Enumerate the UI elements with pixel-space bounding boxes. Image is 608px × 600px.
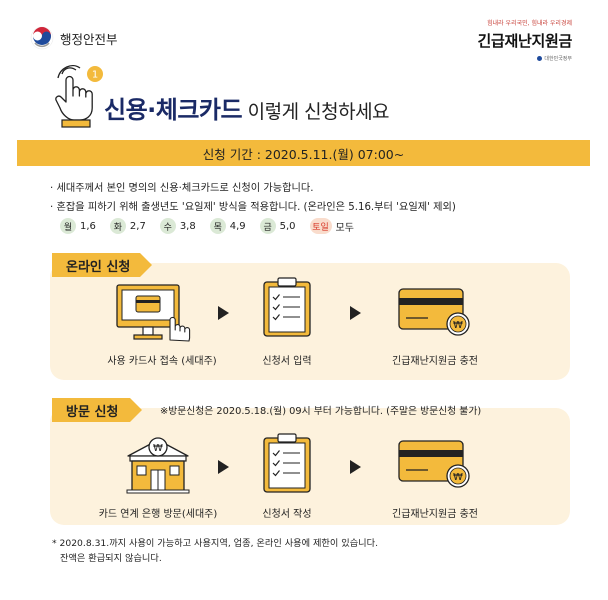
won-symbol: ₩	[453, 472, 463, 483]
ministry-logo: 행정안전부	[30, 26, 118, 50]
day-digits-mon: 1,6	[80, 220, 96, 232]
online-step-label: 신청서 입력	[262, 356, 312, 367]
application-period-bar: 신청 기간 : 2020.5.11.(월) 07:00~	[17, 140, 590, 166]
brand-gov: 대한민국정부	[477, 55, 572, 62]
hand-pointer-icon: 1	[55, 64, 103, 128]
note-item: · 세대주께서 본인 명의의 신용·체크카드로 신청이 가능합니다.	[50, 183, 314, 194]
page-title-main: 신용·체크카드	[104, 96, 243, 124]
note-item: · 혼잡을 피하기 위해 출생년도 '요일제' 방식을 적용합니다. (온라인은…	[50, 202, 456, 213]
footnote-line: 잔액은 환급되지 않습니다.	[60, 553, 162, 564]
step-arrow-icon	[218, 306, 229, 320]
campaign-brand: 힘내라 우리국민, 힘내라 우리경제 긴급재난지원금 대한민국정부	[477, 18, 572, 62]
day-badge-tue: 화	[109, 218, 126, 234]
day-badge-fri: 금	[259, 218, 276, 234]
day-digits-weekend: 모두	[335, 222, 354, 234]
ministry-name: 행정안전부	[60, 31, 118, 47]
day-digits-thu: 4,9	[229, 220, 246, 232]
footnote-line: * 2020.8.31.까지 사용이 가능하고 사용지역, 업종, 온라인 사용…	[52, 538, 378, 549]
day-digits-wed: 3,8	[179, 220, 196, 232]
card-coin-icon: ₩	[398, 440, 470, 488]
page-title-sub: 이렇게 신청하세요	[242, 101, 390, 123]
day-badge-thu: 목	[209, 218, 226, 234]
card-coin-icon: ₩	[398, 288, 470, 336]
page-title: 신용·체크카드 이렇게 신청하세요	[104, 90, 390, 125]
won-symbol: ₩	[453, 320, 463, 331]
gov-emblem-icon	[537, 56, 543, 61]
taegeuk-icon	[30, 26, 54, 50]
visit-step-label: 긴급재난지원금 충전	[392, 509, 478, 520]
online-step-label: 사용 카드사 접속 (세대주)	[107, 356, 217, 367]
visit-step-label: 신청서 작성	[262, 509, 312, 520]
brand-slogan: 힘내라 우리국민, 힘내라 우리경제	[487, 20, 572, 27]
online-application-tag: 온라인 신청	[52, 253, 152, 277]
visit-application-tag: 방문 신청	[52, 398, 142, 422]
notes-list: · 세대주께서 본인 명의의 신용·체크카드로 신청이 가능합니다. · 혼잡을…	[50, 179, 456, 217]
won-symbol: ₩	[153, 443, 163, 454]
hand-badge-number: 1	[92, 70, 98, 81]
day-badge-mon: 월	[60, 218, 76, 234]
day-digits-fri: 5,0	[279, 220, 296, 232]
day-badge-wed: 수	[159, 218, 176, 234]
brand-title: 긴급재난지원금	[477, 32, 572, 50]
brand-gov-text: 대한민국정부	[544, 56, 572, 62]
computer-monitor-icon	[116, 284, 191, 342]
bank-building-icon: ₩	[126, 437, 190, 494]
footnote: * 2020.8.31.까지 사용이 가능하고 사용지역, 업종, 온라인 사용…	[52, 536, 378, 566]
weekday-schedule: 월 1,6 화 2,7 수 3,8 목 4,9 금 5,0 토일 모두	[60, 218, 368, 234]
step-arrow-icon	[350, 306, 361, 320]
day-badge-weekend: 토일	[309, 218, 332, 234]
visit-step-label: 카드 연계 은행 방문(세대주)	[98, 509, 218, 520]
day-digits-tue: 2,7	[129, 220, 146, 232]
clipboard-checklist-icon	[263, 277, 311, 337]
clipboard-checklist-icon	[263, 433, 311, 493]
online-step-label: 긴급재난지원금 충전	[392, 356, 478, 367]
step-arrow-icon	[218, 460, 229, 474]
visit-application-note: ※방문신청은 2020.5.18.(월) 09시 부터 가능합니다. (주말은 …	[160, 406, 482, 417]
step-arrow-icon	[350, 460, 361, 474]
application-period-text: 신청 기간 : 2020.5.11.(월) 07:00~	[202, 146, 405, 162]
